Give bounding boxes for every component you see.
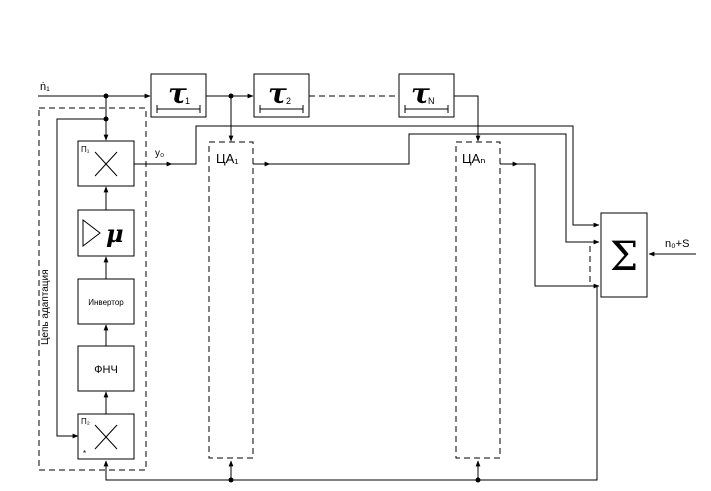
adaptation-circuit-label: Цепь адаптация <box>40 270 51 346</box>
bus-junction-1 <box>228 477 234 483</box>
lowpass-filter-box <box>77 345 135 392</box>
delay-1-subscript: 1 <box>185 96 190 106</box>
adaptive-block-1: ЦА₁ <box>208 141 254 459</box>
summer-symbol: Σ <box>610 234 638 280</box>
adaptive-block-1-frame <box>208 141 254 459</box>
bus-junction-n <box>475 477 481 483</box>
delay-n-subscript: N <box>428 96 435 106</box>
output-signal-label: n₀+S <box>665 238 689 250</box>
delay-1-symbol: τ <box>168 77 187 110</box>
multiplier-2-label: П₂ <box>81 417 90 426</box>
gain-symbol: μ <box>106 219 124 248</box>
branch-1-to-summer <box>253 133 600 245</box>
delay-2-symbol: τ <box>268 77 287 110</box>
adaptive-block-n-frame <box>455 141 501 459</box>
gain-block: μ <box>77 209 135 257</box>
delay-n-symbol: τ <box>411 77 430 110</box>
delay-n-box <box>398 73 455 118</box>
adaptation-circuit-frame <box>38 107 147 471</box>
delay-2: τ 2 <box>253 73 310 118</box>
multiplier-2-mark: * <box>83 449 86 458</box>
multiplier-2: П₂ * <box>77 413 135 460</box>
summer: Σ <box>600 212 648 298</box>
delay-n: τ N <box>398 73 455 118</box>
inverter-label: Инвертор <box>88 298 124 307</box>
multiplier-1: П₁ <box>77 140 135 187</box>
delay-2-box <box>253 73 310 118</box>
feedback-bus <box>103 286 598 481</box>
delay-1: τ 1 <box>150 73 207 118</box>
amplifier-icon <box>82 218 101 248</box>
branch-0-to-summer <box>134 125 600 228</box>
delay-2-subscript: 2 <box>286 96 291 106</box>
adaptive-block-n: ЦАₙ <box>455 141 501 459</box>
input-signal-label: ṅ₁ <box>40 81 50 93</box>
multiplier-1-label: П₁ <box>81 145 90 154</box>
summer-box <box>600 212 648 298</box>
branch-output-label: y₀ <box>155 148 164 159</box>
inverter-box <box>77 278 135 325</box>
lowpass-filter-label: ФНЧ <box>94 364 118 376</box>
gain-block-box <box>77 209 135 257</box>
adaptive-block-1-label: ЦА₁ <box>216 151 239 166</box>
adaptive-block-n-label: ЦАₙ <box>462 151 485 166</box>
